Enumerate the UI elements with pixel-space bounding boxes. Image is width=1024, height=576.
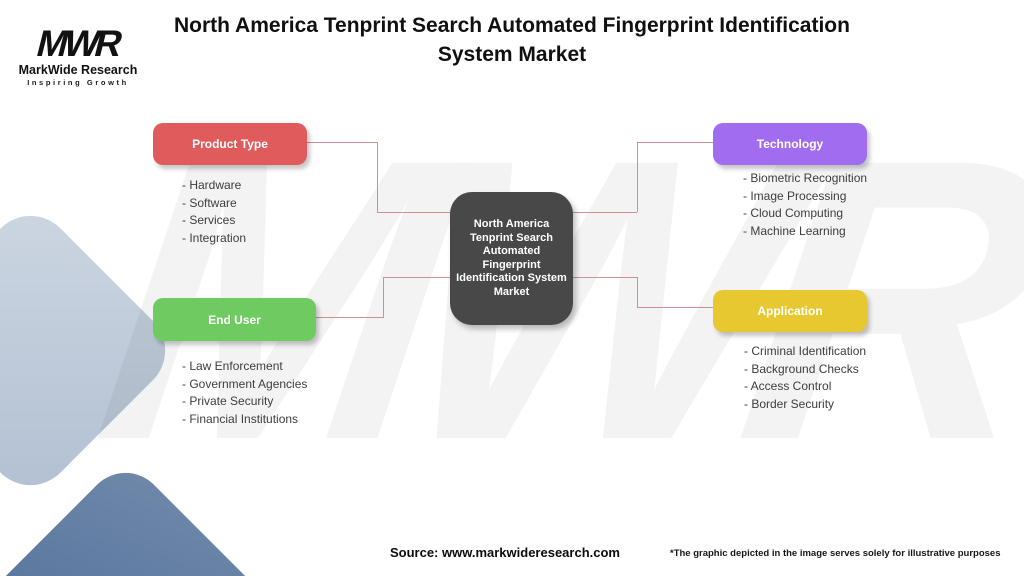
connector-end-user-2	[316, 317, 383, 318]
list-item: - Cloud Computing	[743, 206, 844, 220]
page-title-line1: North America Tenprint Search Automated …	[174, 14, 850, 37]
list-item: - Law Enforcement	[182, 359, 283, 373]
page-title: North America Tenprint Search Automated …	[0, 11, 1024, 69]
logo-name: MarkWide Research	[18, 63, 138, 78]
center-node-line: Tenprint Search	[470, 231, 553, 244]
connector-product-type	[307, 142, 378, 213]
center-node-line: North America	[473, 218, 550, 230]
list-item: - Services	[182, 213, 236, 227]
branch-box-product-type: Product Type	[153, 123, 307, 165]
disclaimer-text: *The graphic depicted in the image serve…	[670, 548, 1001, 559]
list-item: - Software	[182, 195, 237, 210]
center-node-line: Automated	[482, 245, 541, 257]
logo: MWR MarkWide Research Inspiring Growth	[18, 23, 138, 88]
list-item: - Access Control	[744, 379, 832, 393]
list-product-type: - Hardware - Software - Services - Integ…	[182, 177, 246, 247]
connector-application	[560, 277, 638, 308]
list-item: - Machine Learning	[743, 223, 846, 238]
list-item: - Financial Institutions	[182, 411, 299, 426]
list-item: - Integration	[182, 230, 247, 245]
decor-diamond-light	[0, 198, 183, 503]
branch-label: Application	[757, 304, 823, 318]
center-node-line: Market	[493, 285, 530, 298]
center-node: North America Tenprint Search Automated …	[450, 192, 573, 325]
source-text: Source: www.markwideresearch.com	[389, 545, 620, 560]
branch-box-technology: Technology	[713, 123, 867, 165]
connector-technology-2	[560, 212, 637, 213]
list-technology: - Biometric Recognition - Image Processi…	[743, 170, 867, 240]
list-item: - Background Checks	[744, 361, 859, 376]
list-item: - Border Security	[744, 396, 835, 411]
list-application: - Criminal Identification - Background C…	[744, 343, 866, 413]
list-item: - Hardware	[182, 178, 242, 192]
list-item: - Biometric Recognition	[743, 171, 868, 185]
list-item: - Private Security	[182, 394, 274, 408]
list-item: - Criminal Identification	[744, 344, 867, 358]
connector-technology	[637, 142, 713, 212]
center-node-line: Identification System	[456, 272, 567, 284]
list-end-user: - Law Enforcement - Government Agencies …	[182, 358, 307, 428]
page-title-line2: System Market	[437, 43, 587, 66]
center-node-line: Fingerprint	[482, 258, 541, 271]
connector-application-2	[637, 307, 714, 308]
connector-end-user	[383, 277, 460, 318]
list-item: - Government Agencies	[182, 376, 308, 391]
branch-label: End User	[208, 312, 261, 327]
logo-tagline: Inspiring Growth	[27, 78, 129, 88]
branch-label: Product Type	[192, 137, 268, 151]
branch-box-application: Application	[713, 290, 867, 332]
branch-label: Technology	[756, 137, 824, 151]
connector-product-type-2	[378, 212, 460, 213]
branch-box-end-user: End User	[153, 298, 316, 341]
list-item: - Image Processing	[743, 188, 847, 203]
